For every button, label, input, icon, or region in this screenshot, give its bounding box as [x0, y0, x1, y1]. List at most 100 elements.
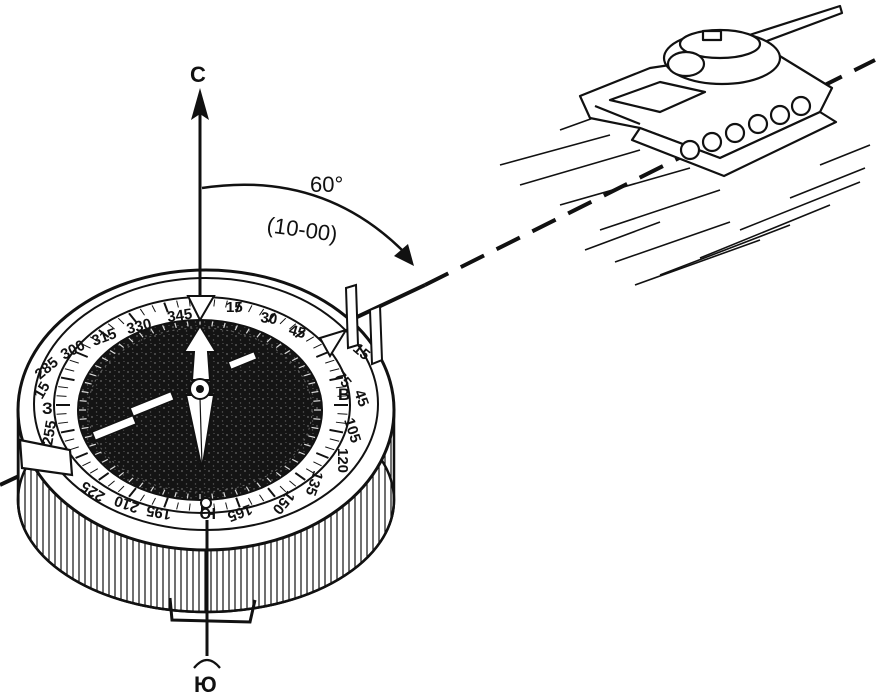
dial-tick [84, 435, 92, 439]
dial-tick [109, 465, 116, 471]
dial-tick [139, 482, 144, 488]
dial-tick [311, 426, 319, 430]
dial-tick [84, 381, 92, 385]
compass-tick [315, 351, 329, 358]
dial-tick [313, 400, 321, 402]
angle-mils: (10-00) [265, 212, 339, 247]
dial-tick [89, 443, 97, 447]
rear-sight-post [344, 283, 360, 350]
compass-tick [259, 494, 265, 502]
compass-tick [60, 376, 75, 382]
compass-tick [329, 376, 344, 382]
compass-tick [289, 323, 297, 330]
road-wheels [679, 95, 812, 161]
compass-tick [89, 336, 99, 342]
motion-streaks [499, 111, 871, 286]
compass-tick [313, 461, 322, 467]
compass-tick [248, 305, 253, 313]
compass-ring [168, 597, 257, 624]
dial-tick [223, 491, 226, 498]
scale-label-345: 345 [166, 306, 193, 326]
dial-tick [291, 357, 299, 362]
dial-tick [298, 364, 306, 369]
dial-tick [128, 337, 134, 343]
compass-tick [98, 472, 110, 481]
dial-tick [245, 486, 250, 492]
dial-tick [275, 471, 282, 477]
compass-tick [337, 395, 348, 397]
compass-tick [329, 368, 340, 372]
compass-tick [267, 312, 276, 323]
tank-target [499, 4, 871, 286]
scale-label-105: 105 [340, 416, 364, 445]
dial-tick [79, 400, 87, 402]
compass-tick [325, 446, 335, 451]
compass-tick [325, 359, 335, 364]
compass-tick [313, 343, 322, 349]
compass-tick [58, 386, 69, 389]
compass-tick [89, 468, 99, 474]
dial-tick [174, 491, 177, 498]
compass-tick [163, 497, 169, 508]
angle-degrees: 60° [310, 172, 343, 197]
compass-tick [69, 446, 79, 451]
compass-tick [128, 312, 137, 323]
compass-tick [128, 487, 137, 498]
north-south-axis: С Ю [190, 62, 221, 693]
compass-tick [235, 302, 241, 313]
compass: 345 330 315 300 285 15 30 45 75 В 105 12… [16, 268, 396, 624]
compass-tick [213, 503, 216, 511]
luminous-marks [91, 350, 258, 442]
compass-tick [117, 317, 125, 325]
compass-tick [337, 413, 348, 415]
compass-tick [56, 413, 67, 415]
compass-tick [329, 428, 344, 434]
compass-tick [213, 299, 216, 307]
south-point-marker [200, 497, 212, 509]
compass-tick [235, 497, 241, 508]
north-label: С [190, 62, 206, 87]
dial-tick [139, 332, 144, 338]
compass-tick [75, 351, 89, 358]
west-label: З [42, 399, 53, 418]
compass-tick [305, 336, 315, 342]
dial-tick [186, 321, 189, 327]
compass-tick [267, 487, 276, 498]
dial-tick [79, 418, 87, 420]
scale-label-15-left: 15 [31, 379, 54, 402]
dial-tick [211, 321, 214, 327]
dial-tick [94, 451, 102, 456]
compass-tick [64, 368, 75, 372]
dial-tick [101, 458, 109, 463]
dial-tick [101, 357, 109, 362]
dial-tick [256, 482, 261, 488]
dial-tick [118, 343, 125, 349]
scale-label-120: 120 [334, 448, 351, 473]
dial-tick [211, 493, 214, 499]
dial-tick [266, 337, 272, 343]
dial-tick [284, 465, 291, 471]
south-label: Ю [194, 672, 217, 693]
east-label: В [338, 385, 350, 404]
dial-tick [303, 373, 311, 377]
compass-tick [294, 329, 306, 338]
dial-tick [150, 328, 155, 334]
dial-tick [308, 381, 316, 385]
compass-tick [289, 480, 297, 487]
scale-label-255: 255 [39, 419, 60, 447]
dial-tick [313, 418, 321, 420]
compass-tick [315, 452, 329, 459]
compass-tick [335, 421, 346, 424]
dial-tick [284, 349, 291, 355]
dial-tick [128, 477, 134, 483]
dial-tick [308, 435, 316, 439]
north-arrowhead [191, 88, 209, 120]
dial-tick [303, 443, 311, 447]
dial-tick [89, 373, 97, 377]
south-arc [193, 658, 221, 669]
compass-tick [98, 329, 110, 338]
compass-tick [117, 485, 125, 493]
dial-tick [291, 458, 299, 463]
dial-tick [234, 325, 238, 331]
